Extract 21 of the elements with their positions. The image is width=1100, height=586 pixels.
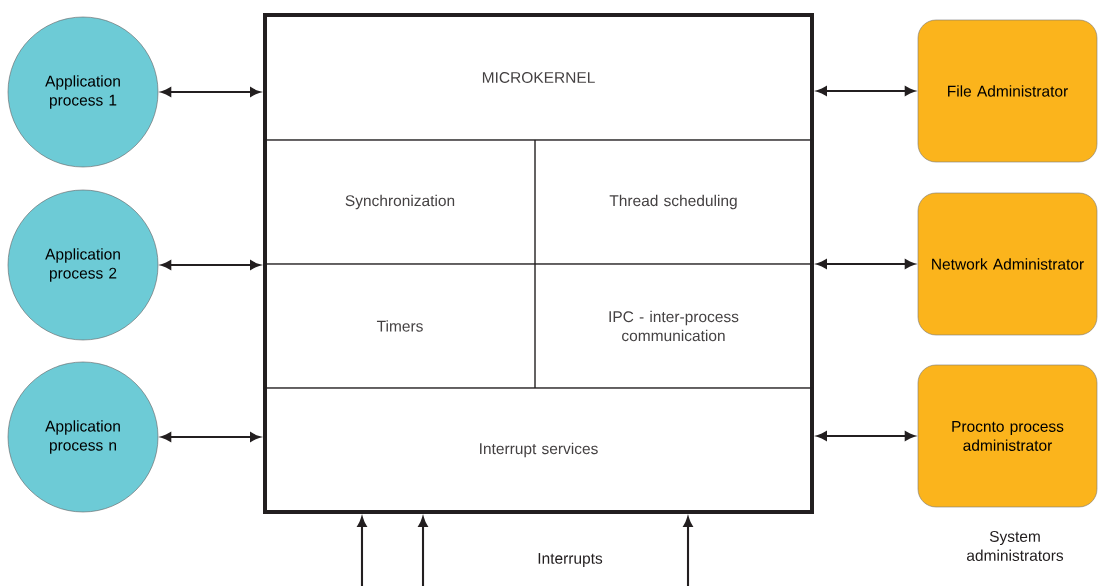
module-cell: MICROKERNEL [264,14,813,141]
arrow [418,516,428,586]
arrow [816,86,915,96]
label: Interrupts [538,553,603,567]
arrow [161,260,261,270]
module-cell: Thread scheduling [534,139,813,265]
administrator-box: File Administrator [917,19,1098,163]
module-cell: Timers [264,263,536,389]
arrow [816,259,915,269]
administrator-box: Procnto process administrator [917,364,1098,508]
arrow [683,516,693,586]
administrator-box: Network Administrator [917,192,1098,336]
arrow [816,431,915,441]
arrow [161,87,261,97]
label: System administrators [967,531,1064,561]
arrow [161,432,261,442]
module-cell: IPC - inter-process communication [534,263,813,389]
module-cell: Interrupt services [264,387,813,513]
arrow [357,516,367,586]
microkernel-box [263,13,814,514]
module-cell: Synchronization [264,139,536,265]
